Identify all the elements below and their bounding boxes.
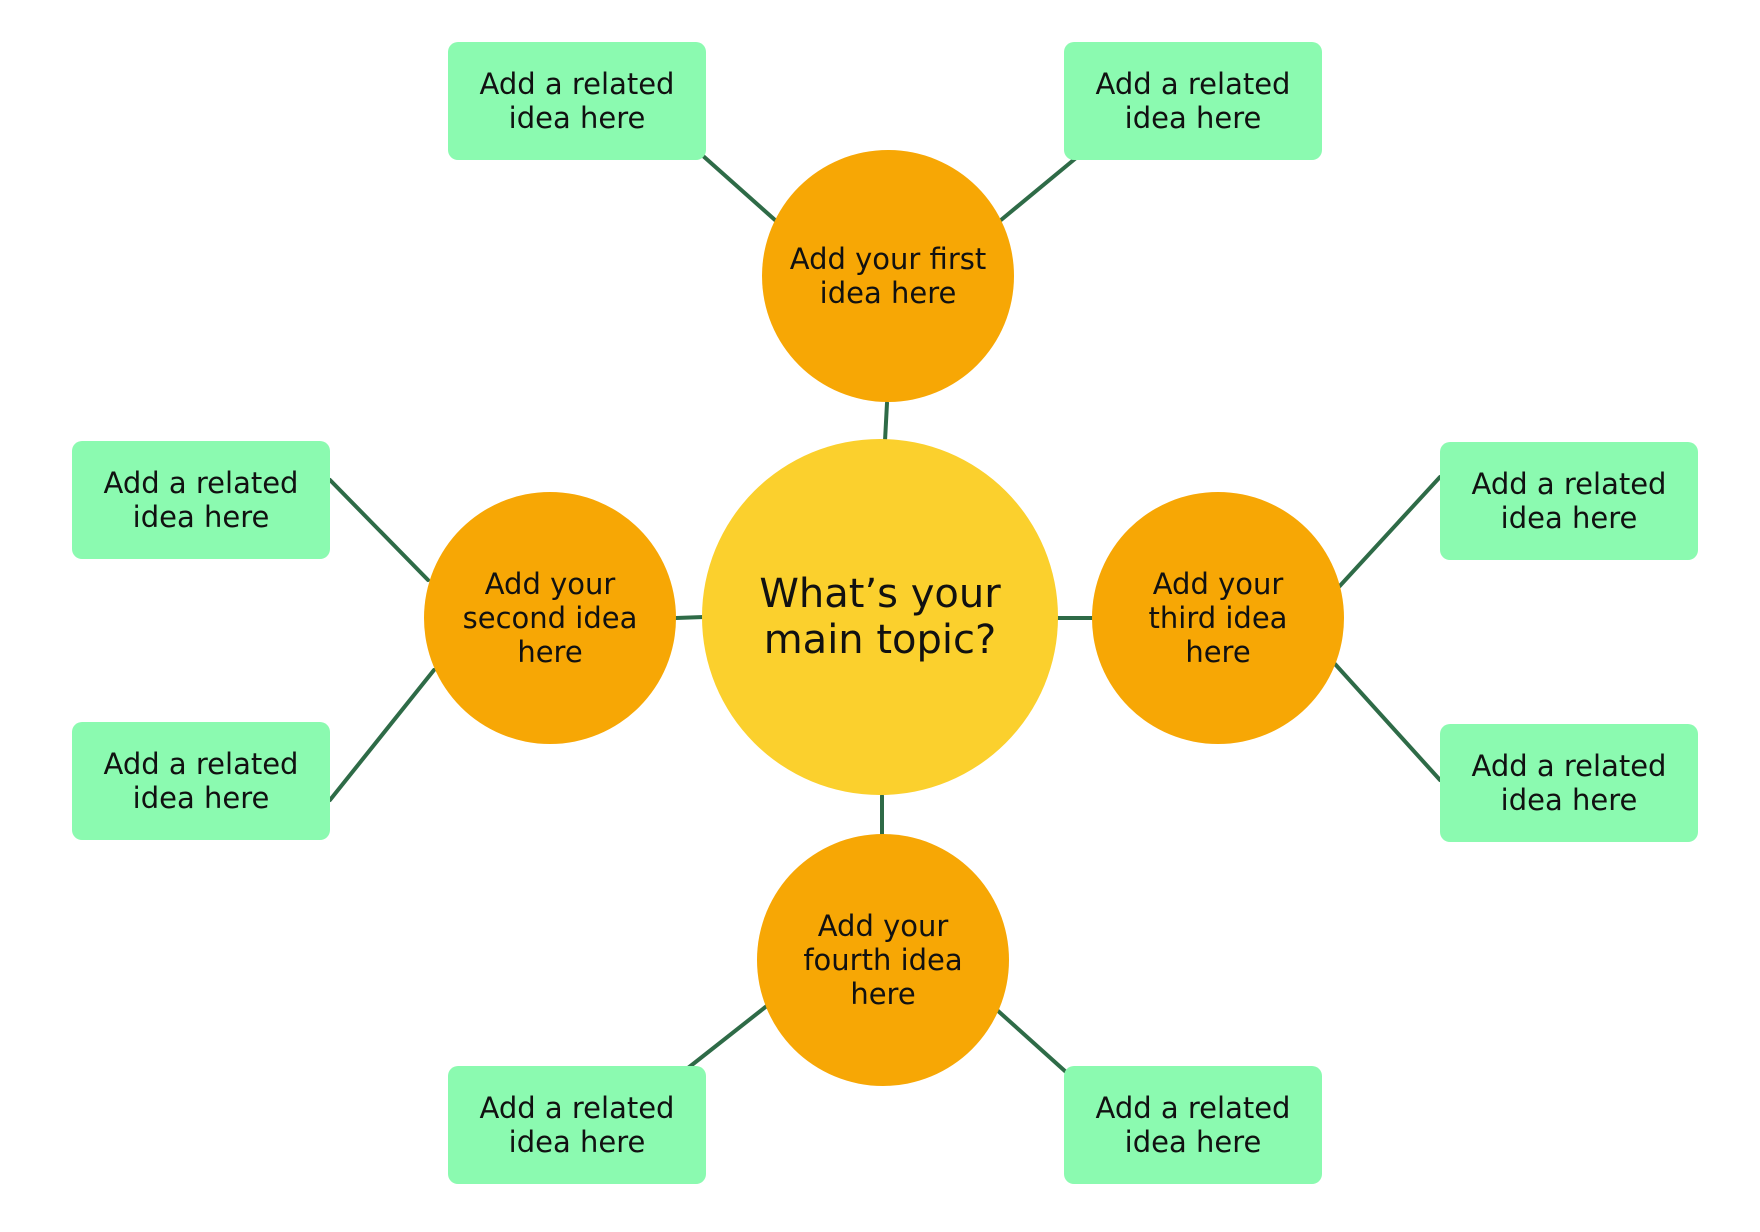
connector-idea-2-related-2 (328, 668, 436, 802)
related-label: Add a related idea here (479, 67, 675, 135)
connector-idea-3-related-1 (1335, 475, 1442, 591)
related-label: Add a related idea here (103, 747, 299, 815)
related-node-2-2[interactable]: Add a related idea here (72, 722, 330, 840)
connector-idea-2-related-1 (328, 478, 430, 582)
connector-idea-3-related-2 (1333, 662, 1442, 782)
related-node-4-1[interactable]: Add a related idea here (448, 1066, 706, 1184)
idea-node-4[interactable]: Add your fourth idea here (757, 834, 1009, 1086)
related-label: Add a related idea here (103, 466, 299, 534)
related-label: Add a related idea here (479, 1091, 675, 1159)
related-label: Add a related idea here (1471, 749, 1667, 817)
main-topic-label: What’s your main topic? (759, 571, 1001, 663)
connector-idea-4-related-2 (995, 1008, 1068, 1074)
idea-node-1[interactable]: Add your first idea here (762, 150, 1014, 402)
idea-label-3: Add your third idea here (1148, 567, 1288, 669)
idea-label-1: Add your first idea here (789, 242, 987, 310)
idea-node-3[interactable]: Add your third idea here (1092, 492, 1344, 744)
idea-label-2: Add your second idea here (462, 567, 638, 669)
idea-node-2[interactable]: Add your second idea here (424, 492, 676, 744)
connector-idea-4-related-1 (686, 1003, 770, 1070)
related-label: Add a related idea here (1095, 1091, 1291, 1159)
related-label: Add a related idea here (1095, 67, 1291, 135)
related-label: Add a related idea here (1471, 467, 1667, 535)
related-node-4-2[interactable]: Add a related idea here (1064, 1066, 1322, 1184)
connector-main-idea-1 (883, 401, 889, 443)
main-topic-node[interactable]: What’s your main topic? (702, 439, 1058, 795)
idea-label-4: Add your fourth idea here (803, 909, 963, 1011)
related-node-1-2[interactable]: Add a related idea here (1064, 42, 1322, 160)
related-node-2-1[interactable]: Add a related idea here (72, 441, 330, 559)
related-node-3-1[interactable]: Add a related idea here (1440, 442, 1698, 560)
connector-idea-1-related-1 (700, 153, 777, 222)
connector-idea-1-related-2 (999, 156, 1078, 222)
connector-main-idea-2 (674, 615, 706, 620)
related-node-1-1[interactable]: Add a related idea here (448, 42, 706, 160)
related-node-3-2[interactable]: Add a related idea here (1440, 724, 1698, 842)
